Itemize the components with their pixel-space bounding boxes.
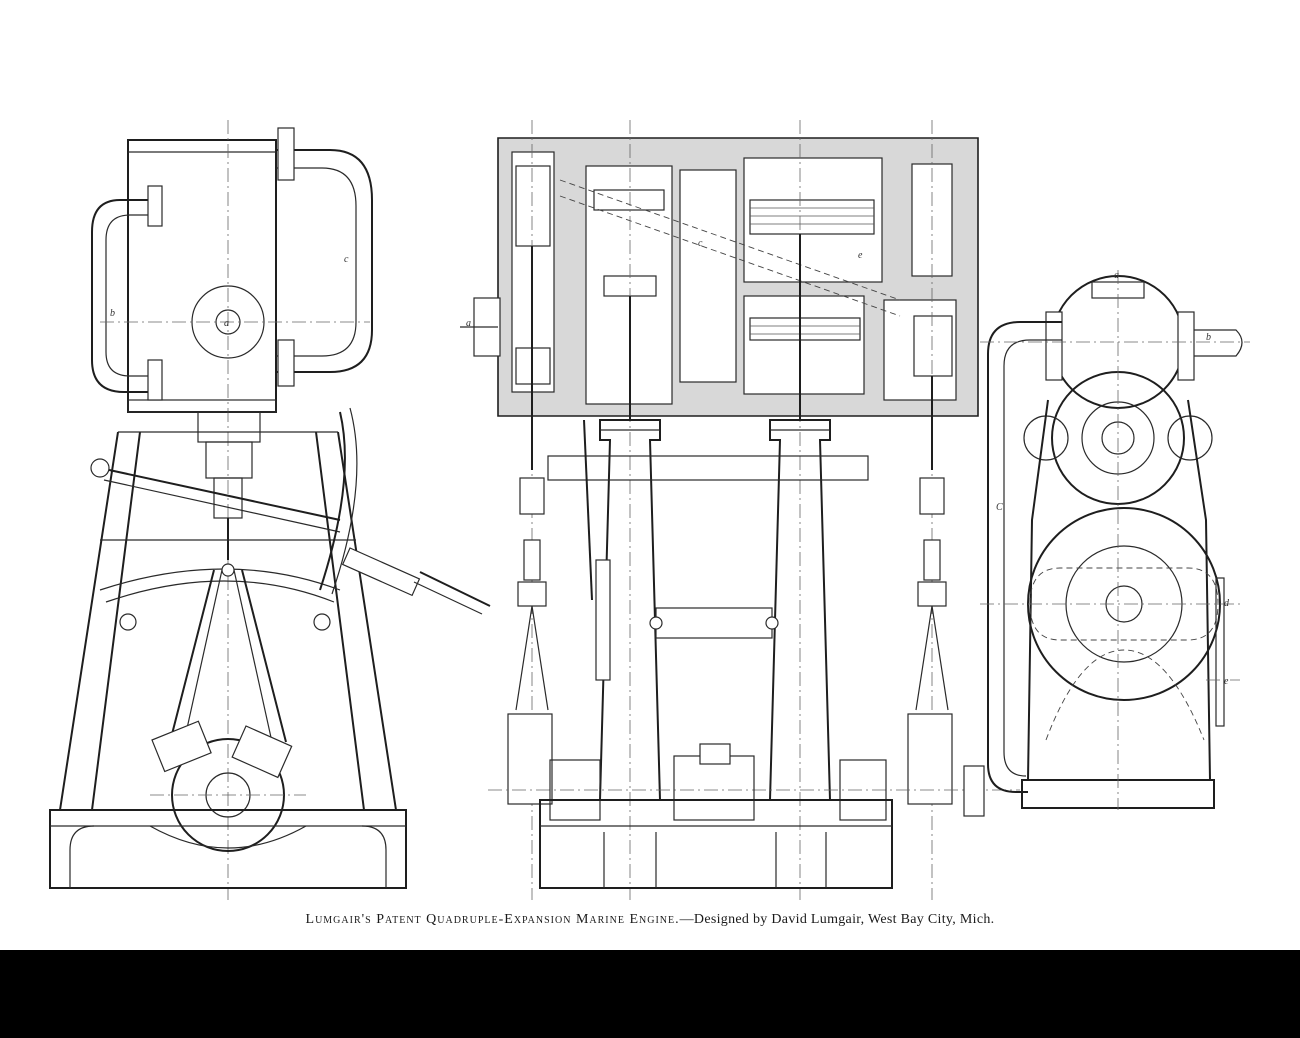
caption-title: Lumgair's Patent Quadruple-Expansion Mar… bbox=[306, 912, 680, 927]
sectional-elevation-view: a c e bbox=[460, 120, 1020, 900]
label-a-left: a bbox=[224, 318, 229, 329]
label-d-right: d bbox=[1224, 598, 1230, 609]
engraving-plate: b a c bbox=[0, 0, 1300, 950]
end-elevation-view: b a c bbox=[50, 120, 490, 900]
figure-caption: Lumgair's Patent Quadruple-Expansion Mar… bbox=[0, 912, 1300, 928]
label-c-mid: c bbox=[698, 238, 703, 249]
side-elevation-view: a b C d e bbox=[980, 270, 1250, 810]
label-a-right: a bbox=[1114, 270, 1119, 281]
label-e-right: e bbox=[1224, 676, 1229, 687]
bottom-black-band bbox=[0, 950, 1300, 1038]
label-e-mid: e bbox=[858, 250, 863, 261]
label-c-right: C bbox=[996, 502, 1003, 513]
caption-designer: —Designed by David Lumgair, West Bay Cit… bbox=[680, 912, 995, 927]
engine-drawing: b a c bbox=[0, 0, 1300, 950]
label-b-right: b bbox=[1206, 332, 1211, 343]
label-b-left: b bbox=[110, 308, 115, 319]
label-a-mid: a bbox=[466, 318, 471, 329]
label-c-left: c bbox=[344, 254, 349, 265]
